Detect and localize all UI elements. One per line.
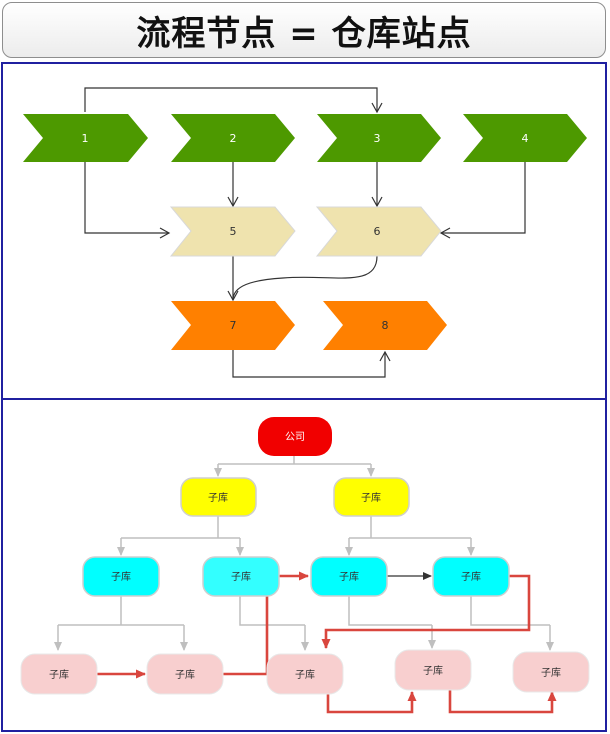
level1-node-2-shape: [333, 477, 410, 517]
title-bar: 流程节点 = 仓库站点: [2, 2, 606, 58]
node-1-label: 1: [82, 132, 89, 145]
level3-node-4-label: 子库: [423, 664, 443, 677]
level1-node-2: 子库: [333, 477, 410, 517]
level3-node-1-label: 子库: [49, 668, 69, 681]
connector-6-7: [232, 255, 378, 301]
level3-node-1-shape: [20, 653, 98, 695]
node-8-label: 8: [382, 319, 389, 332]
level3-node-5: 子库: [512, 651, 590, 693]
level3-node-3: 子库: [266, 653, 344, 695]
level1-node-2-label: 子库: [361, 491, 381, 504]
node-6-shape: [315, 206, 442, 257]
connector-1-3: [84, 87, 383, 114]
level2-node-3-shape: [310, 556, 388, 597]
route-seg-3: [321, 574, 531, 649]
process-flow-diagram: 1 2 3 4 5 6 7 8: [23, 87, 587, 378]
node-4-label: 4: [522, 132, 529, 145]
level3-node-5-label: 子库: [541, 666, 561, 679]
flow-node-4: 4: [463, 114, 587, 162]
tree-link-company: [218, 456, 371, 465]
level2-node-3-label: 子库: [339, 570, 359, 583]
route-seg-4: [326, 690, 417, 714]
connector-4-6: [439, 162, 526, 239]
node-1-shape: [23, 114, 148, 162]
route-seg-2: [222, 571, 309, 676]
page-title: 流程节点 = 仓库站点: [136, 13, 472, 54]
level1-node-1-label: 子库: [208, 491, 228, 504]
level3-node-5-shape: [512, 651, 590, 693]
flow-node-1: 1: [23, 114, 148, 162]
node-3-label: 3: [374, 132, 381, 145]
level3-node-2-shape: [146, 653, 224, 695]
connector-1-5: [84, 162, 171, 239]
flow-node-8: 8: [323, 301, 447, 350]
node-4-shape: [463, 114, 587, 162]
level2-node-1-label: 子库: [111, 570, 131, 583]
node-2-shape: [171, 114, 295, 162]
node-5-shape: [169, 206, 296, 257]
level1-node-1-shape: [180, 477, 257, 517]
level3-node-4-shape: [394, 649, 472, 691]
level2-node-4-shape: [432, 556, 510, 597]
company-node-label: 公司: [285, 432, 305, 443]
flow-node-2: 2: [171, 114, 295, 162]
level3-node-3-shape: [266, 653, 344, 695]
connector-7-8: [232, 350, 391, 378]
flow-node-3: 3: [317, 114, 441, 162]
level3-node-1: 子库: [20, 653, 98, 695]
node-8-shape: [323, 301, 447, 350]
level2-node-4: 子库: [432, 556, 510, 597]
warehouse-tree-panel: 公司 子库 子库 子库 子库 子库 子库: [1, 398, 607, 732]
process-flow-panel: 1 2 3 4 5 6 7 8: [1, 62, 607, 400]
level3-node-3-label: 子库: [295, 668, 315, 681]
tree-link-l2-1: [58, 596, 184, 626]
tree-link-l2-3: [348, 596, 432, 626]
level1-node-1: 子库: [180, 477, 257, 517]
level2-node-2: 子库: [202, 556, 280, 597]
node-7-shape: [171, 301, 295, 350]
level2-node-2-shape: [202, 556, 280, 597]
node-5-label: 5: [230, 225, 237, 238]
tree-link-l1-right: [349, 516, 471, 539]
level2-node-1: 子库: [82, 556, 160, 597]
flow-node-5: 5: [169, 206, 296, 257]
company-node-shape: [258, 417, 332, 456]
level2-node-3: 子库: [310, 556, 388, 597]
tree-link-l2-4: [470, 596, 550, 626]
tree-link-l1-left: [121, 516, 240, 539]
level3-node-2: 子库: [146, 653, 224, 695]
level2-node-1-shape: [82, 556, 160, 597]
level3-node-4: 子库: [394, 649, 472, 691]
company-node: 公司: [258, 417, 332, 456]
level2-node-2-label: 子库: [231, 570, 251, 583]
level3-node-2-label: 子库: [175, 668, 195, 681]
flow-node-7: 7: [171, 301, 295, 350]
node-3-shape: [317, 114, 441, 162]
warehouse-tree-diagram: 公司 子库 子库 子库 子库 子库 子库: [20, 417, 590, 714]
level2-node-4-label: 子库: [461, 570, 481, 583]
tree-link-l2-2: [239, 596, 305, 626]
node-2-label: 2: [230, 132, 237, 145]
flow-node-6: 6: [315, 206, 442, 257]
route-seg-5: [448, 690, 557, 714]
node-7-label: 7: [230, 319, 237, 332]
node-6-label: 6: [374, 225, 381, 238]
